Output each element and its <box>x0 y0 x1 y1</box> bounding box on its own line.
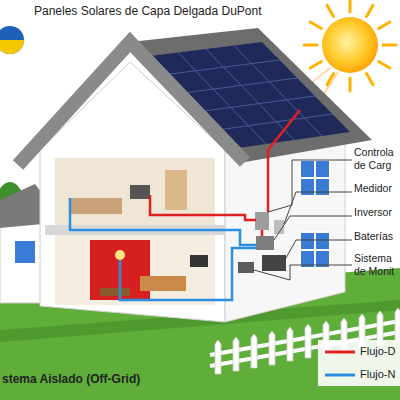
side-roof <box>130 28 372 162</box>
part-label: Sistema de Monit <box>354 252 400 278</box>
bed <box>70 198 122 214</box>
panel-label: Paneles Solares de Capa Delgada DuPont <box>34 5 304 18</box>
sofa <box>140 276 186 291</box>
leader-lines <box>254 160 352 280</box>
diagram-caption: stema Aislado (Off-Grid) <box>2 372 222 386</box>
legend-label: Flujo-N <box>360 368 400 381</box>
legend-line <box>325 374 355 377</box>
sun <box>322 17 378 73</box>
computer <box>130 185 150 199</box>
tv <box>190 255 208 267</box>
legend-backdrop <box>318 340 400 386</box>
legend-line <box>325 351 355 354</box>
window <box>300 232 330 268</box>
side-wall <box>225 140 345 322</box>
batteries <box>262 255 286 271</box>
gable-roof <box>18 42 245 165</box>
dc-flow <box>268 110 300 212</box>
table <box>100 288 130 296</box>
part-label: Medidor <box>354 182 400 195</box>
lower-room <box>55 235 215 305</box>
legend-label: Flujo-D <box>360 345 400 358</box>
wardrobe <box>165 170 187 210</box>
panel-grid <box>168 46 333 145</box>
part-label: Controla de Carg <box>354 146 400 172</box>
ac-flow <box>120 248 256 300</box>
lamp <box>115 250 125 260</box>
charge-controller <box>255 212 269 230</box>
logo-half <box>0 40 24 54</box>
window <box>300 160 330 196</box>
part-label: Inversor <box>354 206 400 219</box>
part-label: Baterías <box>354 230 400 243</box>
annex-window <box>14 240 36 264</box>
monitor <box>238 262 254 273</box>
logo-circle <box>0 26 24 54</box>
inverter <box>256 236 274 250</box>
ac-flow <box>70 198 256 245</box>
